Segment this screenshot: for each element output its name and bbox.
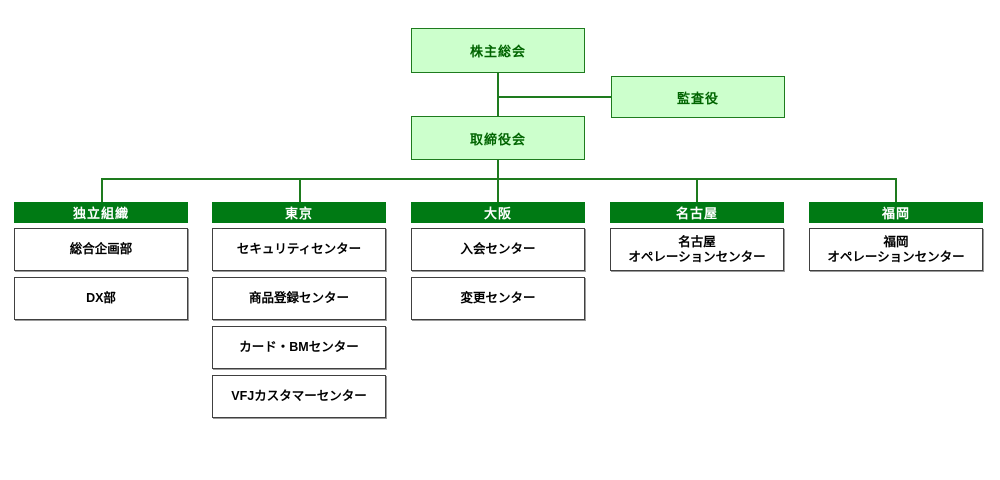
- column-nagoya: 名古屋 名古屋 オペレーションセンター: [610, 202, 784, 277]
- connector-drop-nagoya: [696, 178, 698, 203]
- column-header-tokyo[interactable]: 東京: [212, 202, 386, 223]
- unit-box[interactable]: 変更センター: [411, 277, 585, 320]
- unit-box[interactable]: 総合企画部: [14, 228, 188, 271]
- node-board-of-directors[interactable]: 取締役会: [411, 116, 585, 160]
- column-header-independent[interactable]: 独立組織: [14, 202, 188, 223]
- unit-box[interactable]: 名古屋 オペレーションセンター: [610, 228, 784, 271]
- connector-drop-independent: [101, 178, 103, 203]
- unit-box[interactable]: VFJカスタマーセンター: [212, 375, 386, 418]
- node-shareholders-meeting[interactable]: 株主総会: [411, 28, 585, 73]
- connector-drop-tokyo: [299, 178, 301, 203]
- column-osaka: 大阪 入会センター 変更センター: [411, 202, 585, 326]
- column-independent: 独立組織 総合企画部 DX部: [14, 202, 188, 326]
- node-auditor[interactable]: 監査役: [611, 76, 785, 118]
- column-tokyo: 東京 セキュリティセンター 商品登録センター カード・BMセンター VFJカスタ…: [212, 202, 386, 424]
- column-fukuoka: 福岡 福岡 オペレーションセンター: [809, 202, 983, 277]
- column-header-nagoya[interactable]: 名古屋: [610, 202, 784, 223]
- connector-board-to-bus: [497, 159, 499, 180]
- connector-drop-osaka: [497, 178, 499, 203]
- unit-box[interactable]: カード・BMセンター: [212, 326, 386, 369]
- connector-shareholders-to-board: [497, 72, 499, 118]
- unit-list-tokyo: セキュリティセンター 商品登録センター カード・BMセンター VFJカスタマーセ…: [212, 228, 386, 418]
- column-header-osaka[interactable]: 大阪: [411, 202, 585, 223]
- unit-box[interactable]: 商品登録センター: [212, 277, 386, 320]
- unit-list-nagoya: 名古屋 オペレーションセンター: [610, 228, 784, 271]
- unit-box[interactable]: 入会センター: [411, 228, 585, 271]
- unit-list-fukuoka: 福岡 オペレーションセンター: [809, 228, 983, 271]
- unit-list-osaka: 入会センター 変更センター: [411, 228, 585, 320]
- connector-drop-fukuoka: [895, 178, 897, 203]
- connector-board-to-auditor: [497, 96, 613, 98]
- connector-distribution-bus: [101, 178, 897, 180]
- unit-box[interactable]: DX部: [14, 277, 188, 320]
- unit-list-independent: 総合企画部 DX部: [14, 228, 188, 320]
- column-header-fukuoka[interactable]: 福岡: [809, 202, 983, 223]
- unit-box[interactable]: 福岡 オペレーションセンター: [809, 228, 983, 271]
- unit-box[interactable]: セキュリティセンター: [212, 228, 386, 271]
